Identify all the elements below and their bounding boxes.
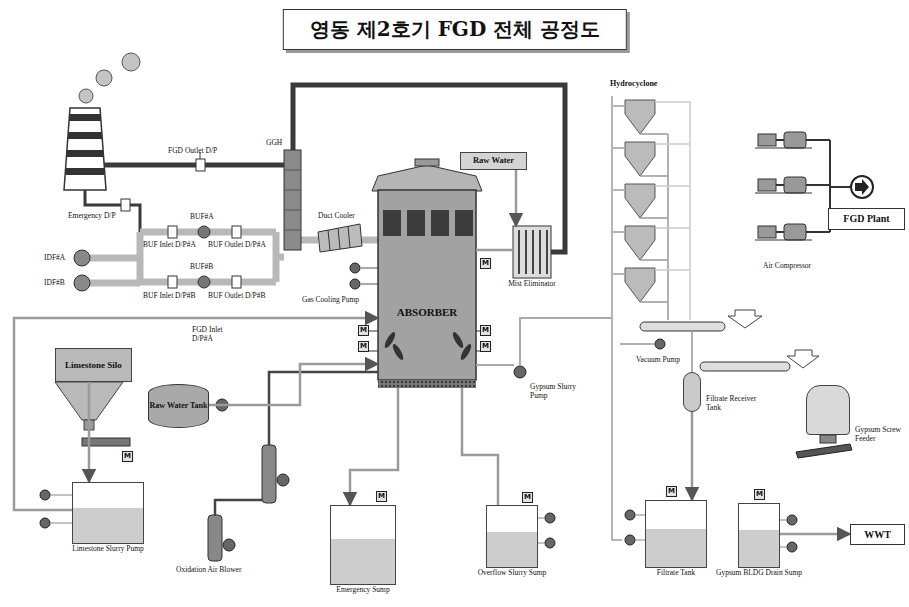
node-label: Raw Water [461, 156, 526, 166]
motor-mark: M [358, 341, 369, 352]
part-label: GGH [266, 139, 282, 148]
node-label: Raw Water Tank [149, 401, 208, 410]
node-label: Gypsum Screw Feeder [855, 426, 909, 443]
process-node: Gypsum BLDG Drain Sump [738, 503, 780, 568]
part-label: IDF#A [44, 254, 65, 263]
node-label: Gypsum BLDG Drain Sump [716, 569, 802, 578]
part-label: Gypsum Slurry Pump [530, 383, 586, 400]
process-node: ABSORBER [378, 190, 476, 388]
process-node: Gypsum Screw Feeder [806, 385, 850, 435]
process-node: Raw Water Tank [148, 384, 209, 428]
part-label: Hydrocyclone [610, 79, 657, 88]
node-label: Overflow Slurry Sump [478, 569, 547, 578]
process-node: Raw Water [460, 152, 527, 170]
part-label: BUF Outlet D/P#A [208, 241, 266, 250]
process-node: Overflow Slurry Sump [486, 505, 538, 568]
part-label: IDF#B [44, 279, 65, 288]
node-label: FGD Plant [829, 213, 904, 225]
part-label: BUF Outlet D/P#B [208, 292, 266, 301]
pipe-connector [462, 388, 498, 505]
node-label: WWT [851, 529, 904, 541]
pipe-connector [14, 318, 378, 510]
node-label: Limestone Silo [56, 360, 131, 370]
part-label: FGD Outlet D/P [168, 147, 217, 156]
part-label: Gas Cooling Pump [302, 296, 359, 305]
part-label: BUF Inlet D/P#B [143, 292, 196, 301]
pipe-connector [88, 382, 91, 482]
node-label: Mist Eliminator [508, 280, 556, 289]
motor-mark: M [122, 451, 133, 462]
process-node: WWT [850, 524, 905, 545]
diagram-title: 영동 제2호기 FGD 전체 공정도 [283, 9, 627, 50]
node-label: ABSORBER [378, 306, 476, 319]
part-label: Oxidation Air Blower [176, 566, 241, 575]
motor-mark: M [666, 486, 677, 497]
part-label: Duct Cooler [318, 212, 355, 221]
node-label: Filtrate Tank [657, 569, 695, 578]
pipe-connector [515, 170, 518, 226]
part-label: Vacuum Pump [636, 356, 680, 365]
motor-mark: M [522, 492, 533, 503]
pipe-connector [780, 533, 850, 536]
part-label: BUF Inlet D/P#A [143, 241, 196, 250]
node-label: Filtrate Receiver Tank [706, 395, 768, 412]
process-node: Limestone Slurry Pump [72, 482, 144, 544]
process-node: FGD Plant [828, 208, 905, 230]
pipe-connector [209, 364, 378, 405]
part-label: Air Compressor [763, 262, 811, 271]
process-node: Emergency Sump [330, 505, 396, 585]
motor-mark: M [754, 489, 765, 500]
pipe-connector [691, 412, 694, 500]
process-node: Mist Eliminator [513, 226, 551, 278]
pipe-connector [476, 249, 513, 252]
process-node: Filtrate Receiver Tank [683, 372, 701, 412]
motor-mark: M [358, 325, 369, 336]
motor-mark: M [376, 491, 387, 502]
pipe-connector [350, 388, 398, 505]
part-label: BUF#A [190, 213, 214, 222]
motor-mark: M [480, 258, 491, 269]
node-label: Emergency Sump [336, 586, 389, 595]
motor-mark: M [480, 341, 491, 352]
motor-mark: M [480, 325, 491, 336]
process-node: Filtrate Tank [645, 500, 707, 568]
part-label: FGD Inlet D/P#A [192, 326, 242, 343]
part-label: BUF#B [190, 263, 213, 272]
node-label: Limestone Slurry Pump [72, 545, 144, 554]
process-node: Limestone Silo [55, 348, 132, 382]
part-label: Emergency D/P [68, 212, 118, 221]
